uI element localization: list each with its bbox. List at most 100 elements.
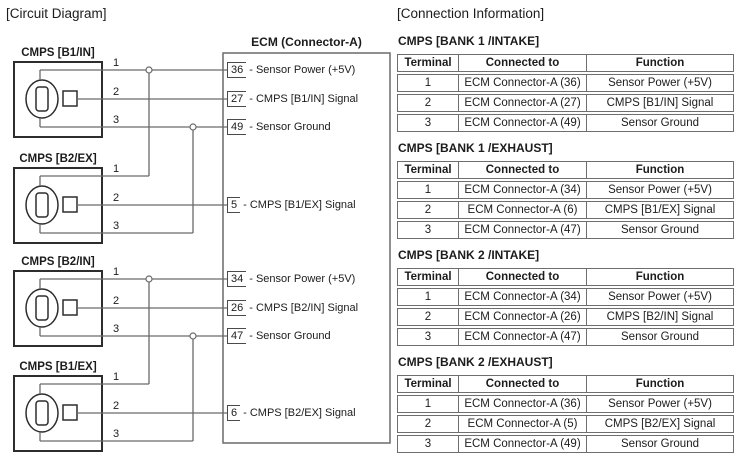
wiring: [40, 66, 227, 442]
connected-to-cell: ECM Connector-A (34): [459, 288, 587, 306]
sensor-ellipse: [25, 288, 59, 328]
wire: [40, 70, 150, 177]
table-row: 3 ECM Connector-A (47) Sensor Ground: [397, 328, 734, 346]
connected-to-cell: ECM Connector-A (6): [459, 201, 587, 219]
table-header-row: Terminal Connected to Function: [397, 268, 734, 286]
pin-number: 3: [113, 114, 119, 126]
pin-number: 3: [113, 220, 119, 232]
function-cell: Sensor Power (+5V): [587, 74, 734, 92]
sensor-ellipse: [25, 393, 59, 433]
table-header-row: Terminal Connected to Function: [397, 375, 734, 393]
terminal-cell: 3: [397, 114, 459, 132]
terminal-cell: 2: [397, 201, 459, 219]
connected-to-cell: ECM Connector-A (47): [459, 328, 587, 346]
ecm-pin-number: 27: [227, 91, 247, 108]
ecm-pin-5: 5- CMPS [B1/EX] Signal: [227, 197, 356, 214]
sensor-ellipse: [25, 79, 59, 119]
table-header-row: Terminal Connected to Function: [397, 161, 734, 179]
signal-contact: [62, 196, 78, 213]
table-bank2-intake: Terminal Connected to Function 1 ECM Con…: [397, 266, 734, 348]
table-row: 3 ECM Connector-A (49) Sensor Ground: [397, 435, 734, 453]
connected-to-cell: ECM Connector-A (5): [459, 415, 587, 433]
ecm-pin-label: - Sensor Ground: [249, 121, 331, 134]
sensor-element: [35, 295, 49, 321]
connector-label-b2-in: CMPS [B2/IN]: [21, 256, 95, 268]
table-row: 2 ECM Connector-A (6) CMPS [B1/EX] Signa…: [397, 201, 734, 219]
ecm-pin-number: 47: [227, 328, 247, 345]
ecm-pin-label: - CMPS [B2/EX] Signal: [243, 407, 356, 420]
pin-number: 1: [113, 371, 119, 383]
function-cell: CMPS [B1/EX] Signal: [587, 201, 734, 219]
column-header-terminal: Terminal: [397, 54, 459, 72]
column-header-terminal: Terminal: [397, 268, 459, 286]
function-cell: Sensor Ground: [587, 114, 734, 132]
ecm-pin-49: 49- Sensor Ground: [227, 119, 331, 136]
terminal-cell: 2: [397, 415, 459, 433]
junction-node: [145, 66, 153, 74]
function-cell: Sensor Ground: [587, 435, 734, 453]
table-row: 2 ECM Connector-A (26) CMPS [B2/IN] Sign…: [397, 308, 734, 326]
function-cell: Sensor Power (+5V): [587, 181, 734, 199]
function-cell: CMPS [B1/IN] Signal: [587, 94, 734, 112]
table-header-row: Terminal Connected to Function: [397, 54, 734, 72]
terminal-cell: 3: [397, 221, 459, 239]
connected-to-cell: ECM Connector-A (26): [459, 308, 587, 326]
connector-label-b1-in: CMPS [B1/IN]: [21, 47, 95, 59]
sensor-element: [35, 400, 49, 426]
terminal-cell: 1: [397, 288, 459, 306]
pin-number: 1: [113, 163, 119, 175]
connected-to-cell: ECM Connector-A (36): [459, 74, 587, 92]
column-header-function: Function: [587, 268, 734, 286]
column-header-connected-to: Connected to: [459, 268, 587, 286]
function-cell: Sensor Ground: [587, 221, 734, 239]
ecm-pin-34: 34- Sensor Power (+5V): [227, 271, 356, 288]
wire: [40, 336, 194, 442]
connector-symbol-b2-in: 1 2 3: [13, 266, 119, 347]
terminal-cell: 3: [397, 328, 459, 346]
function-cell: Sensor Power (+5V): [587, 288, 734, 306]
ecm-pin-label: - Sensor Power (+5V): [249, 273, 356, 286]
ecm-pin-number: 26: [227, 300, 247, 317]
column-header-connected-to: Connected to: [459, 161, 587, 179]
connected-to-cell: ECM Connector-A (34): [459, 181, 587, 199]
section-heading-bank2-intake: CMPS [BANK 2 /INTAKE]: [398, 248, 540, 262]
table-row: 3 ECM Connector-A (47) Sensor Ground: [397, 221, 734, 239]
wire: [40, 127, 194, 234]
ecm-box: [222, 52, 391, 444]
pin-number: 1: [113, 57, 119, 69]
ecm-pin-label: - Sensor Power (+5V): [249, 64, 356, 77]
connected-to-cell: ECM Connector-A (49): [459, 114, 587, 132]
pin-number: 2: [113, 400, 119, 412]
ecm-pin-label: - Sensor Ground: [249, 330, 331, 343]
signal-contact: [62, 90, 78, 107]
connector-label-b2-ex: CMPS [B2/EX]: [19, 153, 97, 165]
ecm-pin-label: - CMPS [B1/IN] Signal: [249, 93, 359, 106]
column-header-connected-to: Connected to: [459, 375, 587, 393]
junction-node: [145, 275, 153, 283]
ecm-pin-27: 27- CMPS [B1/IN] Signal: [227, 91, 359, 108]
connected-to-cell: ECM Connector-A (49): [459, 435, 587, 453]
column-header-function: Function: [587, 375, 734, 393]
pin-number: 1: [113, 266, 119, 278]
section-heading-bank1-intake: CMPS [BANK 1 /INTAKE]: [398, 34, 540, 48]
terminal-cell: 1: [397, 395, 459, 413]
junction-node: [189, 123, 197, 131]
circuit-diagram-title: [Circuit Diagram]: [6, 6, 107, 21]
ecm-pin-label: - CMPS [B1/EX] Signal: [243, 199, 356, 212]
ecm-pin-47: 47- Sensor Ground: [227, 328, 331, 345]
table-row: 3 ECM Connector-A (49) Sensor Ground: [397, 114, 734, 132]
connection-info-title: [Connection Information]: [397, 6, 545, 21]
sensor-element: [35, 86, 49, 112]
connected-to-cell: ECM Connector-A (36): [459, 395, 587, 413]
pin-number: 2: [113, 295, 119, 307]
connector-symbol-b2-ex: 1 2 3: [13, 163, 119, 244]
table-row: 1 ECM Connector-A (36) Sensor Power (+5V…: [397, 395, 734, 413]
table-row: 1 ECM Connector-A (34) Sensor Power (+5V…: [397, 288, 734, 306]
section-heading-bank1-exhaust: CMPS [BANK 1 /EXHAUST]: [398, 141, 553, 155]
ecm-pin-36: 36- Sensor Power (+5V): [227, 62, 356, 79]
signal-contact: [62, 299, 78, 316]
table-row: 2 ECM Connector-A (27) CMPS [B1/IN] Sign…: [397, 94, 734, 112]
table-row: 2 ECM Connector-A (5) CMPS [B2/EX] Signa…: [397, 415, 734, 433]
ecm-pin-26: 26- CMPS [B2/IN] Signal: [227, 300, 358, 317]
